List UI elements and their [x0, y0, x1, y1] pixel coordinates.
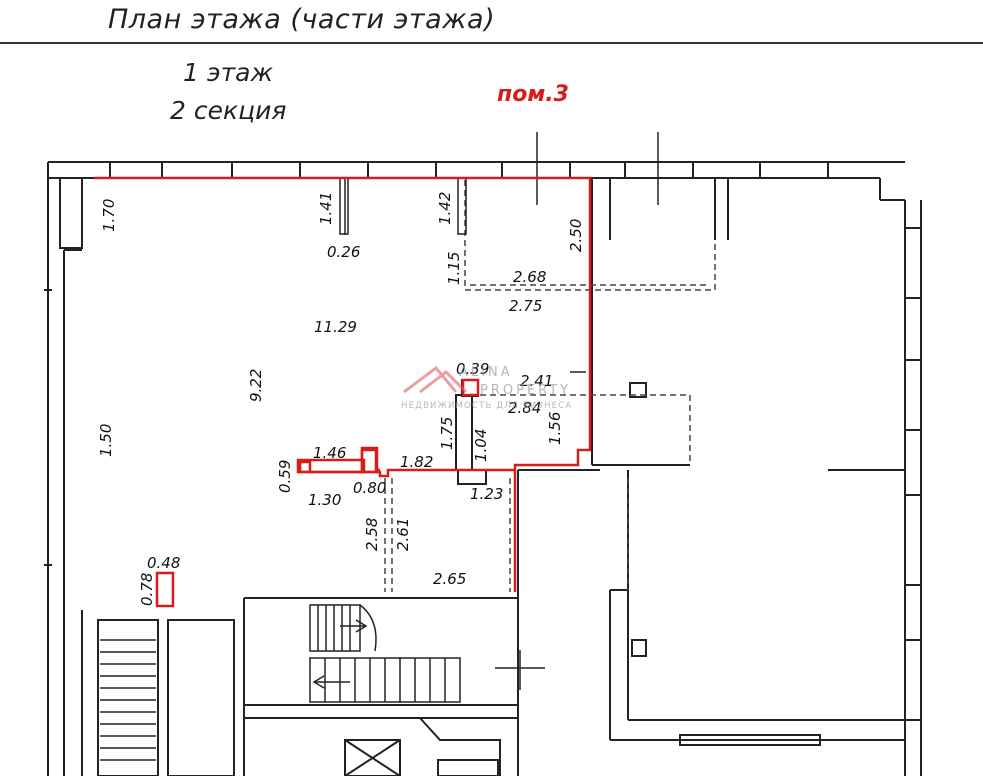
- section-label: 2 секция: [170, 96, 287, 125]
- dim-0-59: 0.59: [276, 460, 294, 493]
- dim-1-42: 1.42: [436, 192, 454, 225]
- dim-1-56: 1.56: [546, 412, 564, 445]
- dim-2-61: 2.61: [394, 518, 412, 551]
- watermark-logo: [403, 365, 468, 394]
- markers: [339, 132, 659, 373]
- dim-11-29: 11.29: [314, 318, 357, 336]
- dim-2-75: 2.75: [509, 297, 542, 315]
- floor-label: 1 этаж: [183, 58, 273, 87]
- dim-2-84: 2.84: [508, 399, 541, 417]
- dim-2-50: 2.50: [567, 219, 585, 252]
- dim-1-15: 1.15: [445, 252, 463, 285]
- dim-0-80: 0.80: [353, 479, 386, 497]
- dim-0-48: 0.48: [147, 554, 180, 572]
- dim-1-23: 1.23: [470, 485, 503, 503]
- dim-1-04: 1.04: [472, 429, 490, 462]
- dim-2-68: 2.68: [513, 268, 546, 286]
- dim-0-78: 0.78: [138, 573, 156, 606]
- dim-1-50: 1.50: [97, 424, 115, 457]
- dim-1-82: 1.82: [400, 453, 433, 471]
- dim-9-22: 9.22: [247, 369, 265, 402]
- watermark-line1: ALINA: [459, 365, 513, 380]
- title-underline: [0, 42, 983, 44]
- dimension-labels: 1.70 1.41 0.26 1.42 1.15 2.68 2.75 2.50 …: [97, 192, 585, 606]
- watermark-line2: PROPERTY: [480, 383, 572, 398]
- plan-title: План этажа (части этажа): [108, 4, 496, 35]
- dim-1-70: 1.70: [100, 199, 118, 232]
- dim-2-65: 2.65: [433, 570, 466, 588]
- dim-1-41: 1.41: [317, 192, 335, 225]
- dim-0-26: 0.26: [327, 243, 360, 261]
- stairs: [100, 604, 545, 761]
- dim-1-75: 1.75: [438, 417, 456, 450]
- dim-1-30: 1.30: [308, 491, 341, 509]
- dim-1-46: 1.46: [313, 444, 346, 462]
- room-outline: [94, 176, 592, 608]
- dim-2-58: 2.58: [363, 518, 381, 551]
- dim-0-39: 0.39: [456, 360, 489, 378]
- room-label: пом.3: [497, 82, 569, 107]
- dim-2-41: 2.41: [520, 372, 553, 390]
- watermark-tagline: НЕДВИЖИМОСТЬ ДЛЯ БИЗНЕСА: [401, 401, 573, 411]
